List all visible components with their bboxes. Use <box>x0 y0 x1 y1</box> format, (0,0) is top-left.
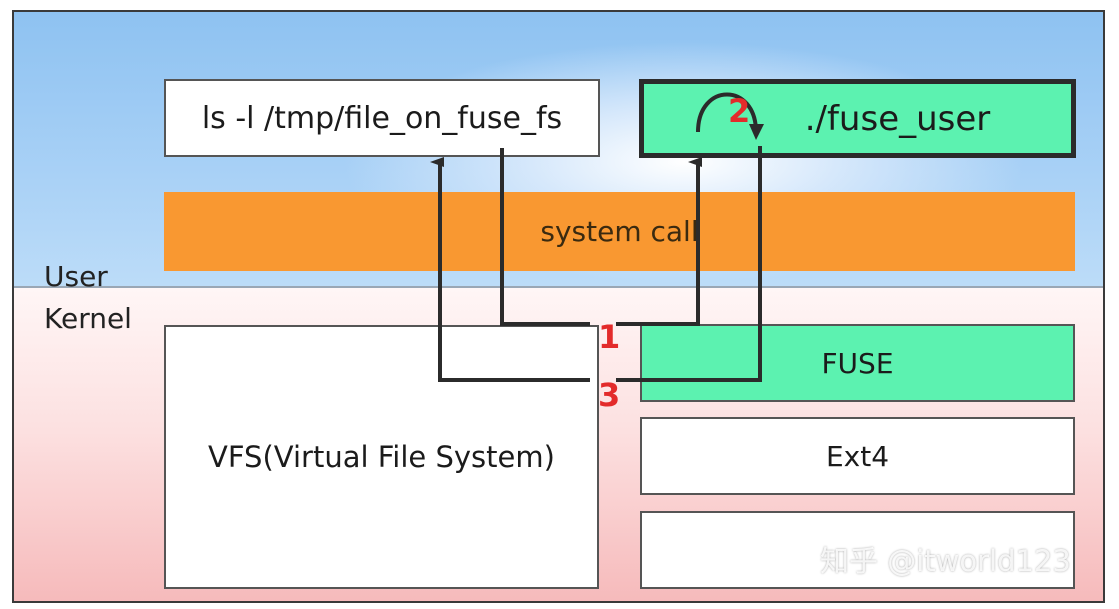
diagram-frame: User Kernel ls -l /tmp/file_on_fuse_fs .… <box>12 10 1105 603</box>
system-call-box: system call <box>164 192 1075 271</box>
fuse-user-processing-arrowhead <box>749 124 764 140</box>
fuse-user-processing-arrow <box>696 92 758 133</box>
flow-arrows <box>430 92 764 382</box>
fuse-kernel-module-box: FUSE <box>640 324 1075 402</box>
reply-flow-arrow <box>616 146 762 382</box>
fuse-to-user-arrow <box>616 157 702 326</box>
kernel-space-label: Kernel <box>44 302 132 335</box>
step-1-label: 1 <box>598 318 621 356</box>
request-flow-arrow <box>500 148 590 326</box>
ext4-box: Ext4 <box>640 417 1075 495</box>
user-space-label: User <box>44 260 108 293</box>
empty-filesystem-box <box>640 511 1075 589</box>
fuse-user-process-box: ./fuse_user <box>639 79 1076 158</box>
reply-to-ls-arrow <box>430 157 590 382</box>
step-3-label: 3 <box>598 376 621 414</box>
ls-command-box: ls -l /tmp/file_on_fuse_fs <box>164 79 600 157</box>
step-2-label: 2 <box>728 92 751 130</box>
vfs-box: VFS(Virtual File System) <box>164 325 599 589</box>
watermark: 知乎 @itworld123 <box>820 544 1071 578</box>
